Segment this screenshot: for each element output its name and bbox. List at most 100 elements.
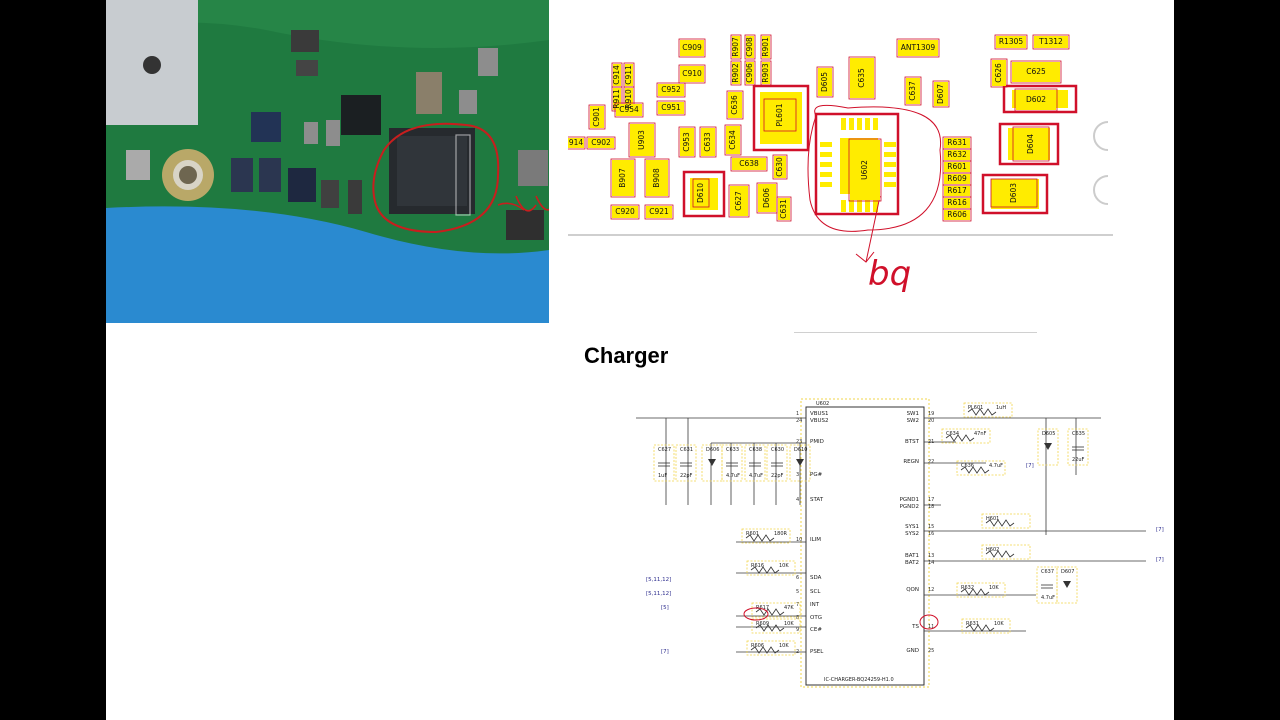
left-pin-name: PG#: [810, 472, 823, 478]
right-pin-name: REGN: [903, 459, 919, 465]
right-pin-name: BTST: [905, 439, 920, 445]
board-label-c638: C638: [739, 159, 759, 168]
board-label-c901: C901: [592, 107, 601, 127]
right-pin-number: 19: [928, 411, 934, 417]
board-label-d604: D604: [1026, 134, 1035, 154]
board-label-c625: C625: [1026, 67, 1046, 76]
left-pin-number: 8: [796, 615, 799, 621]
left-pin-name: VBUS1: [810, 411, 829, 417]
comp-ref-d605: D605: [1042, 431, 1055, 437]
right-pin-name: TS: [911, 624, 919, 630]
board-label-c921: C921: [649, 207, 669, 216]
pageref-sys: [7]: [1156, 527, 1164, 533]
comp-value: 10K: [989, 585, 999, 591]
right-pin-number: 11: [928, 624, 934, 630]
board-label-d602: D602: [1026, 95, 1046, 104]
right-pin-name: PGND2: [900, 504, 919, 510]
comp-ref-r617: R617: [756, 605, 769, 611]
comp-ref-h601: H601: [986, 516, 999, 522]
right-pin-name: BAT2: [905, 560, 919, 566]
left-pin-name: VBUS2: [810, 418, 829, 424]
left-pin-number: 3: [796, 472, 799, 478]
board-label-r903: R903: [761, 63, 770, 83]
left-pin-name: PMID: [810, 439, 824, 445]
divider-rule: [794, 332, 1037, 333]
comp-value: 10K: [779, 643, 789, 649]
comp-value: 4.7uF: [989, 463, 1003, 469]
bq-annotation: bq: [868, 254, 911, 294]
board-label-c637: C637: [908, 81, 917, 101]
comp-ref-c638: C638: [749, 447, 762, 453]
board-label-t1312: T1312: [1038, 37, 1063, 46]
board-label-u903: U903: [637, 130, 646, 150]
board-label-c636: C636: [730, 95, 739, 115]
board-label-r1305: R1305: [999, 37, 1024, 46]
comp-ref-r609: R609: [756, 621, 769, 627]
left-pin-name: STAT: [810, 497, 824, 503]
board-label-b907: B907: [618, 168, 627, 188]
board-label-c630: C630: [775, 157, 784, 177]
left-pin-number: 4: [796, 497, 799, 503]
board-label-pl601: PL601: [775, 103, 784, 126]
comp-value: 10K: [779, 563, 789, 569]
right-pin-name: QON: [906, 587, 919, 593]
left-pin-number: 9: [796, 627, 799, 633]
comp-ref-r631: R631: [966, 621, 979, 627]
comp-value: 1uF: [658, 473, 667, 479]
right-pin-name: GND: [906, 648, 919, 654]
left-pin-name: OTG: [810, 615, 822, 621]
comp-value: 22uF: [1072, 457, 1085, 463]
comp-ref-c637: C637: [1041, 569, 1054, 575]
right-pin-name: SW2: [907, 418, 919, 424]
right-pin-name: PGND1: [900, 497, 919, 503]
right-pin-number: 14: [928, 560, 934, 566]
board-label-r902: R902: [731, 63, 740, 83]
board-label-c951: C951: [661, 103, 681, 112]
right-pin-name: SYS2: [905, 531, 919, 537]
left-pin-name: CE#: [810, 627, 822, 633]
right-pin-name: SW1: [907, 411, 919, 417]
pageref-scl: [5,11,12]: [646, 591, 671, 597]
board-label-r606: R606: [947, 210, 967, 219]
board-label-c634: C634: [728, 130, 737, 150]
left-pin-number: 7: [796, 602, 799, 608]
pageref-psel: [7]: [661, 649, 669, 655]
left-pin-name: ILIM: [810, 537, 821, 543]
left-pin-name: INT: [810, 602, 820, 608]
comp-value: 1uH: [996, 405, 1006, 411]
left-pin-number: 24: [796, 418, 802, 424]
comp-ref-r601: R601: [746, 531, 759, 537]
right-pin-number: 12: [928, 587, 934, 593]
board-label-r617: R617: [947, 186, 967, 195]
board-label-d607: D607: [936, 84, 945, 104]
comp-ref-r606: R606: [751, 643, 764, 649]
board-label-d606: D606: [762, 188, 771, 208]
board-label-d605: D605: [820, 72, 829, 92]
board-label-ant1309: ANT1309: [901, 43, 936, 52]
comp-value: 10K: [994, 621, 1004, 627]
board-label-d603: D603: [1009, 183, 1018, 203]
section-heading: Charger: [584, 343, 669, 368]
board-label-c954: C954: [619, 105, 639, 114]
comp-ref-d606: D606: [706, 447, 719, 453]
pageref-regn: [7]: [1026, 463, 1034, 469]
board-label-r910: R910: [624, 89, 633, 109]
board-label-c914: C914: [612, 65, 621, 85]
ic-ref: U602: [816, 401, 829, 407]
comp-ref-c635: C635: [1072, 431, 1085, 437]
left-pin-number: 10: [796, 537, 802, 543]
board-label-c909: C909: [682, 43, 702, 52]
comp-ref-c630: C630: [771, 447, 784, 453]
board-label-d610: D610: [696, 183, 705, 203]
comp-ref-c631: C631: [680, 447, 693, 453]
right-pin-number: 20: [928, 418, 934, 424]
comp-ref-c634: C634: [946, 431, 959, 437]
board-label-c627: C627: [734, 191, 743, 211]
right-pin-number: 13: [928, 553, 934, 559]
board-label-c908: C908: [745, 37, 754, 57]
board-label-c631: C631: [779, 199, 788, 219]
pcb-photo: [106, 0, 549, 323]
pageref-sda: [5,11,12]: [646, 577, 671, 583]
left-pin-name: PSEL: [810, 649, 824, 655]
